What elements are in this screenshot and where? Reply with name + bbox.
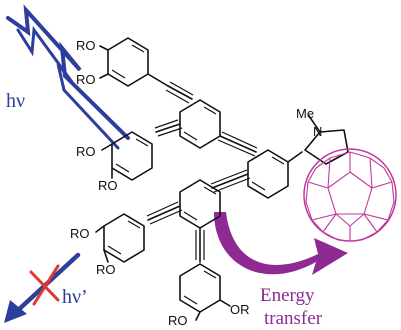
methyl-label: Me — [296, 106, 314, 121]
ro-label-7: RO — [168, 313, 188, 328]
energy-label-line2: transfer — [264, 308, 323, 329]
ro-label-1: RO — [76, 38, 96, 53]
fullerene-c60-icon — [303, 148, 397, 242]
energy-transfer-arrow-icon — [214, 212, 348, 275]
ro-label-6: RO — [96, 262, 116, 277]
ro-label-2: RO — [76, 72, 96, 87]
ro-label-3: RO — [76, 144, 96, 159]
nitrogen-label: N — [313, 124, 322, 139]
or-label: OR — [230, 302, 250, 317]
ro-label-4: RO — [98, 178, 118, 193]
hv-in-label: hν — [6, 90, 25, 112]
ro-label-5: RO — [70, 226, 90, 241]
hv-out-label: hν’ — [62, 286, 88, 308]
energy-label-line1: Energy — [260, 285, 315, 306]
cross-mark-icon — [29, 264, 60, 306]
incoming-light-bolt-icon — [6, 4, 130, 150]
molecule-skeleton — [95, 37, 349, 321]
